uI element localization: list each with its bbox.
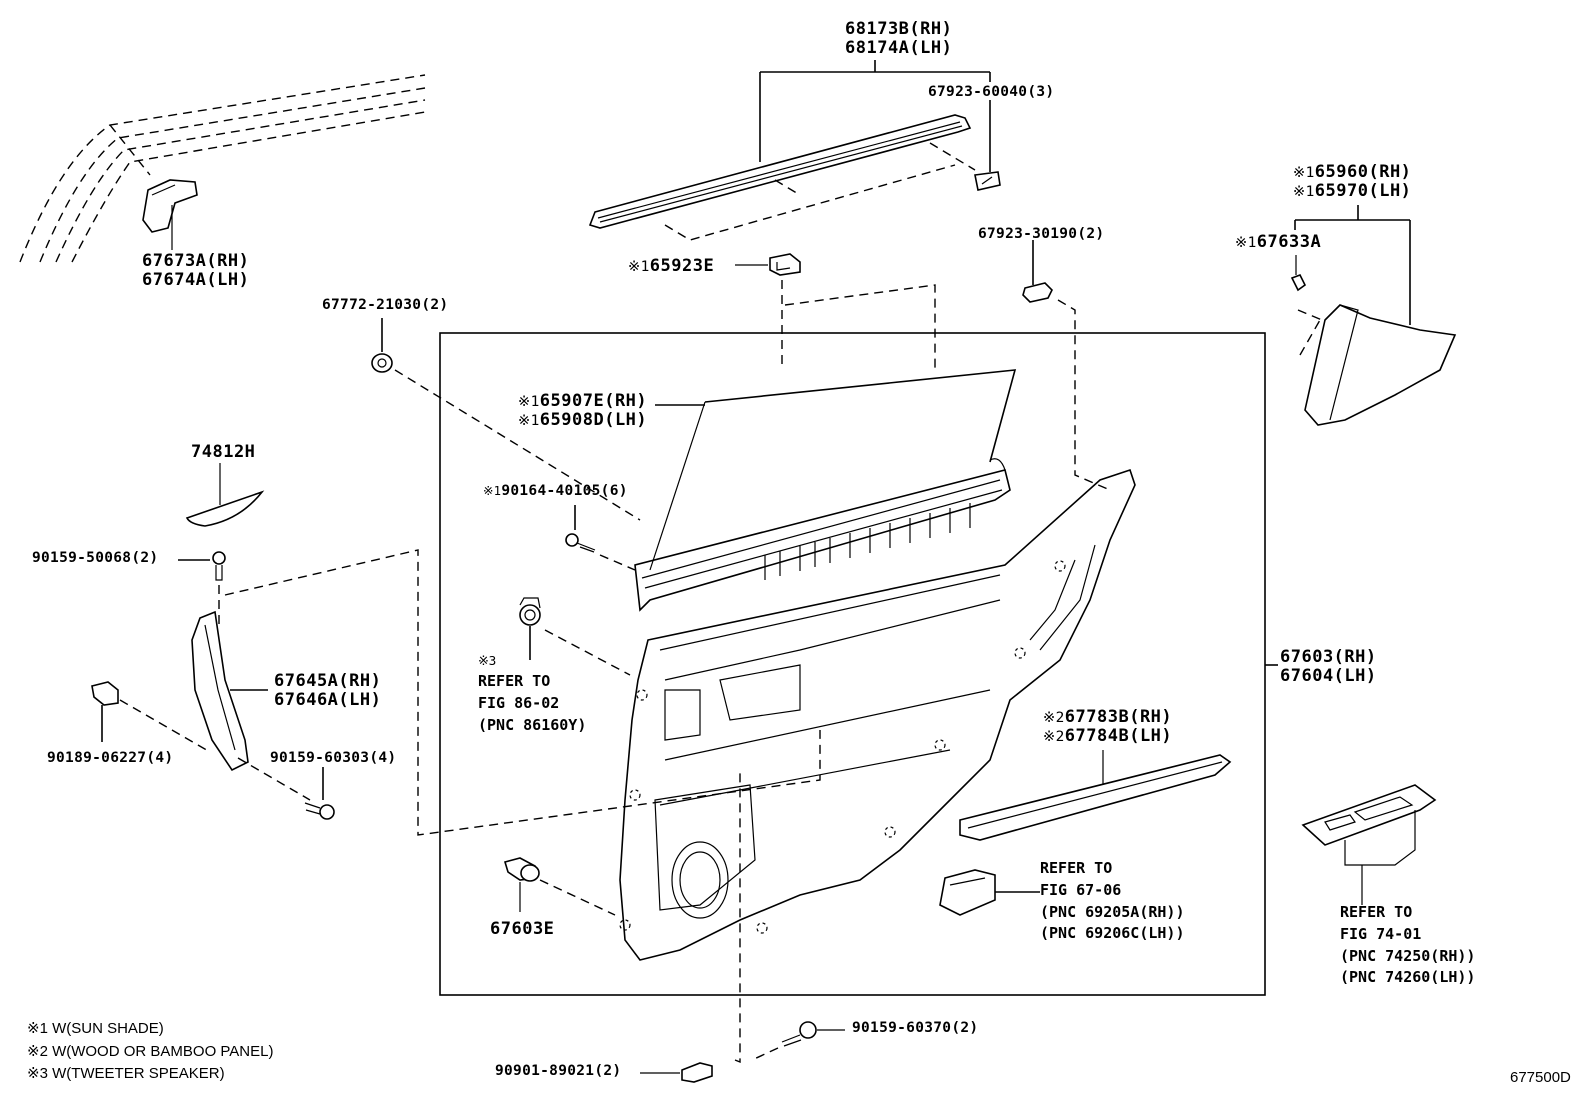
ornament-74812h-part [185,463,265,527]
label-clip-21030: 67772-21030(2) [322,297,449,313]
power-window-switch-part [1301,784,1437,905]
label-sunshade-assembly: ※165907E(RH) ※165908D(LH) [518,391,648,431]
reference-inside-handle: REFER TO FIG 67-06 (PNC 69205A(RH)) (PNC… [1040,859,1185,943]
screw-40105-part [565,505,636,571]
label-clip-67603e: 67603E [490,919,555,939]
reference-tweeter: ※3 REFER TO FIG 86-02 (PNC 86160Y) [478,654,587,734]
clip-30190-part [1022,240,1111,491]
label-corner-piece: 67673A(RH) 67674A(LH) [142,251,250,291]
label-door-trim-board: 67603(RH) 67604(LH) [1280,647,1377,687]
label-belt-molding: 68173B(RH) 68174A(LH) [845,19,953,59]
screw-50068-part [178,551,226,630]
label-screw-60303: 90159-60303(4) [270,750,397,766]
sunshade-hook-part [735,253,936,370]
label-bracket: 67645A(RH) 67646A(LH) [274,671,382,711]
clip-67603e-part [503,857,616,916]
belt-molding-part [588,60,991,241]
label-clip-89021: 90901-89021(2) [495,1063,622,1079]
door-window-frame-phantom [19,74,426,263]
label-screw-50068: 90159-50068(2) [32,550,159,566]
label-clip-30190: 67923-30190(2) [978,226,1105,242]
door-trim-board-part [619,468,1136,961]
footnote-1: ※1 W(SUN SHADE) [27,1020,164,1037]
label-sunshade-cover: ※165960(RH) ※165970(LH) [1293,162,1412,202]
sunshade-cover-part [1290,205,1457,426]
footnotes: ※1 W(SUN SHADE) ※2 W(WOOD OR BAMBOO PANE… [27,1018,273,1086]
label-clip-67633a: ※167633A [1235,232,1322,252]
label-screw-60370: 90159-60370(2) [852,1020,979,1036]
footnote-3: ※3 W(TWEETER SPEAKER) [27,1065,225,1082]
sunshade-assembly-part [634,369,1017,612]
sunshade-ribs [764,503,971,580]
screw-60370-part [751,1021,845,1061]
clip-06227-part [91,681,211,753]
bracket-67645a-part [191,610,268,772]
clip-89021-part [640,770,741,1083]
label-clip-06227: 90189-06227(4) [47,750,174,766]
label-sunshade-hook: ※165923E [628,256,715,276]
inside-handle-part [939,869,1040,916]
footnote-2: ※2 W(WOOD OR BAMBOO PANEL) [27,1042,274,1060]
tweeter-part [519,597,631,676]
label-ornament-74812h: 74812H [191,442,256,462]
corner-piece-part [142,179,198,250]
screw-60303-part [237,757,335,820]
reference-power-window-switch: REFER TO FIG 74-01 (PNC 74250(RH)) (PNC … [1340,903,1476,987]
label-clip-60040: 67923-60040(3) [928,84,1055,100]
figure-code: 677500D [1510,1069,1571,1086]
label-screw-40105: ※190164-40105(6) [483,483,628,499]
trim-board-group-frame [439,332,1266,996]
clip-60040-part [974,171,1001,191]
panel-ornament-part [959,750,1232,841]
bracket-group-dashed-frame [224,549,821,836]
label-panel-ornament: ※267783B(RH) ※267784B(LH) [1043,707,1173,747]
clip-21030-part [371,318,641,521]
